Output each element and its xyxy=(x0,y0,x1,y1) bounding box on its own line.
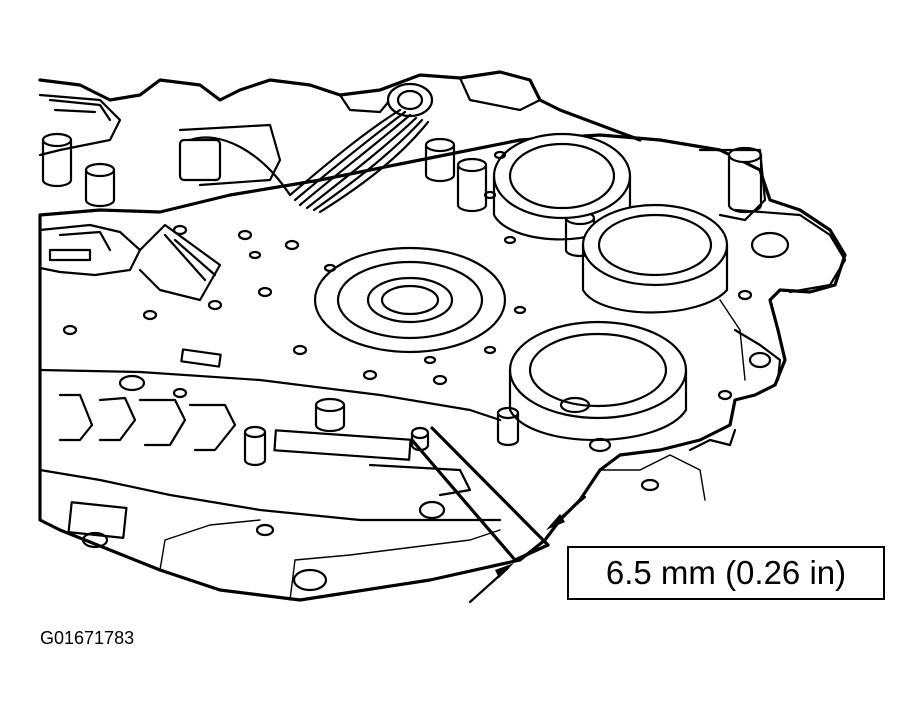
dimension-arrows xyxy=(468,495,587,604)
measurement-wedge xyxy=(410,426,550,562)
bore-upper xyxy=(492,132,632,241)
figure-id: G01671783 xyxy=(40,628,135,648)
center-seal xyxy=(313,246,507,354)
valve-body-plate xyxy=(38,133,847,602)
plate-holes xyxy=(62,150,790,592)
bore-middle xyxy=(581,203,729,314)
wire-harness xyxy=(188,108,430,214)
bore-lower xyxy=(508,320,688,441)
dimension-callout: 6.5 mm (0.26 in) xyxy=(567,546,885,600)
right-bracket xyxy=(688,148,847,452)
left-channels xyxy=(38,223,472,539)
